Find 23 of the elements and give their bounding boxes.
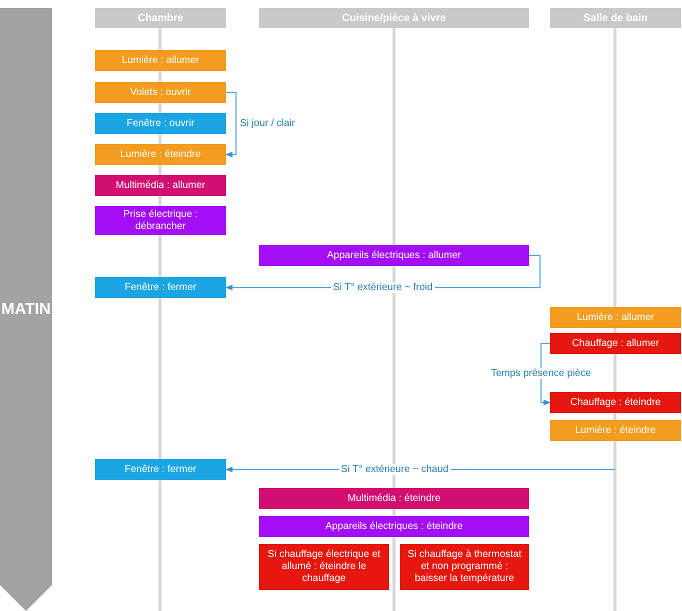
edge-label: Si T° extérieure ~ froid [331,282,435,293]
action-box: Prise électrique : débrancher [95,206,226,235]
action-box: Appareils électriques : éteindre [259,516,529,537]
edge-label: Si T° extérieure ~ chaud [339,464,450,475]
period-band: MATIN [0,8,52,611]
action-box: Si chauffage électrique et allumé : éteindre le chauffage [259,544,389,590]
action-box: Fenêtre : fermer [95,459,226,480]
action-box: Chauffage : allumer [550,333,681,354]
action-box: Volets : ouvrir [95,82,226,103]
edge-label: Temps présence pièce [489,368,594,378]
connector-arrow [225,92,237,158]
edge-label: Si jour / clair [238,118,298,129]
action-box: Si chauffage à thermostat et non programmé : baisser la température [400,544,529,590]
action-box: Chauffage : éteindre [550,392,681,413]
action-box: Fenêtre : fermer [95,277,226,298]
action-box: Lumière : éteindre [550,420,681,441]
action-box: Fenêtre : ouvrir [95,113,226,134]
action-box: Lumière : éteindre [95,144,226,165]
action-box: Lumière : allumer [550,307,681,328]
action-box: Multimédia : allumer [95,175,226,196]
action-box: Lumière : allumer [95,50,226,71]
action-box: Appareils électriques : allumer [259,245,529,266]
action-box: Multimédia : éteindre [259,488,529,509]
